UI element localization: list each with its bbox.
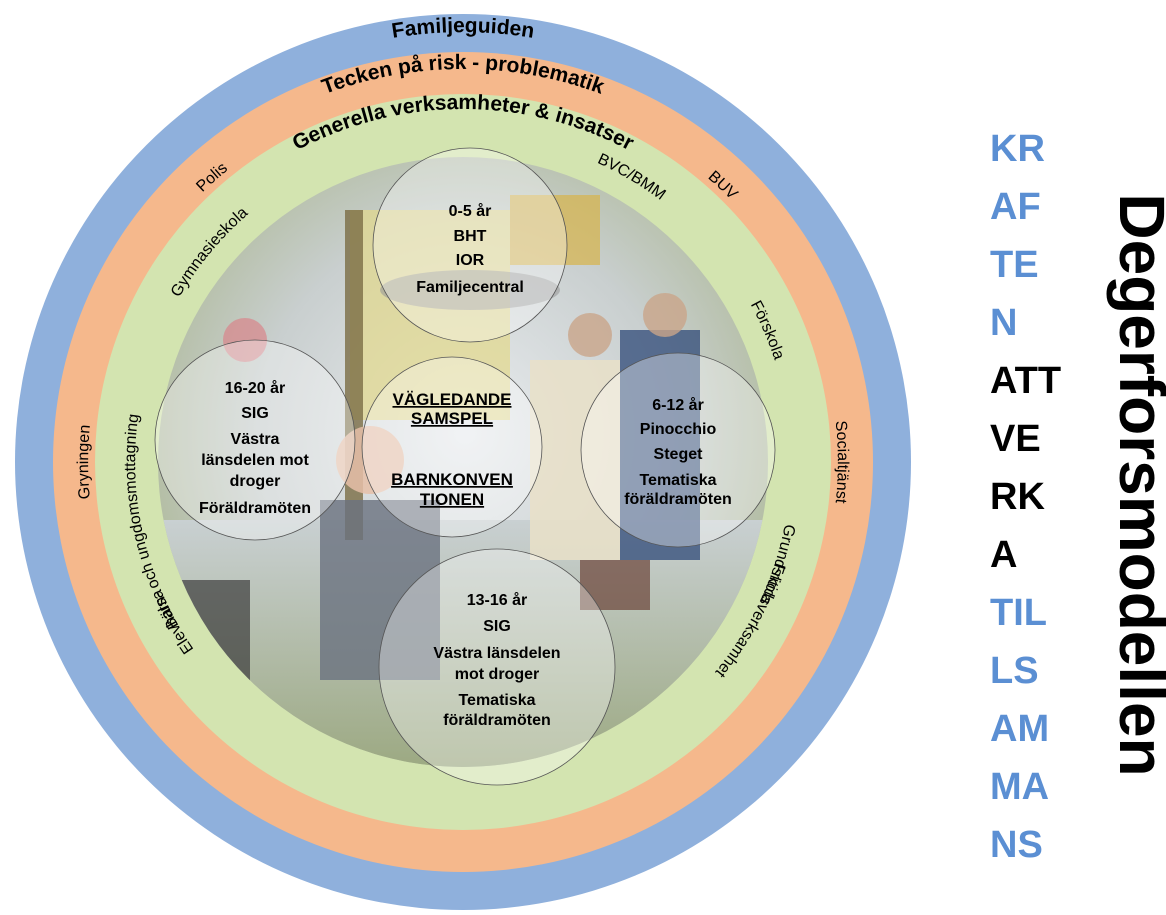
age-bubble-6-12: 6-12 år Pinocchio Steget Tematiska föräl… bbox=[580, 352, 776, 548]
motto-word: MA bbox=[990, 766, 1050, 808]
svg-text:länsdelen mot: länsdelen mot bbox=[201, 452, 309, 469]
motto-word: N bbox=[990, 302, 1018, 344]
svg-text:Steget: Steget bbox=[654, 446, 704, 463]
svg-text:Tematiska: Tematiska bbox=[639, 472, 716, 489]
svg-text:Familjecentral: Familjecentral bbox=[416, 279, 524, 296]
motto-word: KR bbox=[990, 128, 1045, 170]
svg-text:BARNKONVEN: BARNKONVEN bbox=[391, 470, 513, 489]
svg-text:6-12 år: 6-12 år bbox=[652, 396, 704, 414]
motto-word: TE bbox=[990, 244, 1039, 286]
family-photo bbox=[158, 157, 768, 767]
svg-text:SIG: SIG bbox=[483, 618, 511, 635]
motto-word: NS bbox=[990, 824, 1043, 866]
age-bubble-16-20: 16-20 år SIG Västra länsdelen mot droger… bbox=[154, 339, 356, 541]
page-title: Degerforsmodellen bbox=[1106, 193, 1166, 776]
svg-text:mot droger: mot droger bbox=[455, 666, 539, 683]
svg-text:Pinocchio: Pinocchio bbox=[640, 421, 717, 438]
svg-text:föräldramöten: föräldramöten bbox=[624, 491, 732, 508]
svg-text:BHT: BHT bbox=[454, 228, 487, 245]
svg-text:VÄGLEDANDE: VÄGLEDANDE bbox=[392, 390, 511, 409]
age-bubble-13-16: 13-16 år SIG Västra länsdelen mot droger… bbox=[378, 548, 616, 786]
svg-text:16-20 år: 16-20 år bbox=[225, 379, 286, 397]
gryningen-label: Gryningen bbox=[75, 424, 94, 500]
age-bubble-0-5: 0-5 år BHT IOR Familjecentral bbox=[372, 147, 568, 343]
model-diagram: Familjeguiden Tecken på risk - problemat… bbox=[15, 14, 911, 910]
motto-word: A bbox=[990, 534, 1018, 576]
svg-text:TIONEN: TIONEN bbox=[420, 490, 484, 509]
svg-text:Föräldramöten: Föräldramöten bbox=[199, 500, 311, 517]
svg-text:Tematiska: Tematiska bbox=[458, 692, 535, 709]
motto-word: TIL bbox=[990, 592, 1047, 634]
center-bubble: VÄGLEDANDE SAMSPEL BARNKONVEN TIONEN bbox=[361, 356, 543, 538]
motto-word: LS bbox=[990, 650, 1039, 692]
svg-text:0-5 år: 0-5 år bbox=[449, 202, 492, 220]
svg-text:Västra länsdelen: Västra länsdelen bbox=[433, 645, 560, 662]
motto-word: AM bbox=[990, 708, 1050, 750]
svg-text:IOR: IOR bbox=[456, 252, 485, 269]
svg-text:SIG: SIG bbox=[241, 405, 269, 422]
socialtjanst-label: Socialtjänst bbox=[832, 420, 851, 505]
svg-text:föräldramöten: föräldramöten bbox=[443, 712, 551, 729]
svg-text:SAMSPEL: SAMSPEL bbox=[411, 409, 493, 428]
svg-text:Västra: Västra bbox=[231, 431, 280, 448]
motto-word: AF bbox=[990, 186, 1041, 228]
svg-text:droger: droger bbox=[230, 473, 281, 490]
motto-word: ATT bbox=[990, 360, 1062, 402]
motto-word-column: KR AF TE N ATT VE RK A TIL LS AM MA NS bbox=[990, 120, 1080, 874]
motto-word: RK bbox=[990, 476, 1045, 518]
title-vertical: Degerforsmodellen bbox=[1106, 193, 1166, 776]
svg-text:13-16 år: 13-16 år bbox=[467, 591, 528, 609]
motto-word: VE bbox=[990, 418, 1041, 460]
